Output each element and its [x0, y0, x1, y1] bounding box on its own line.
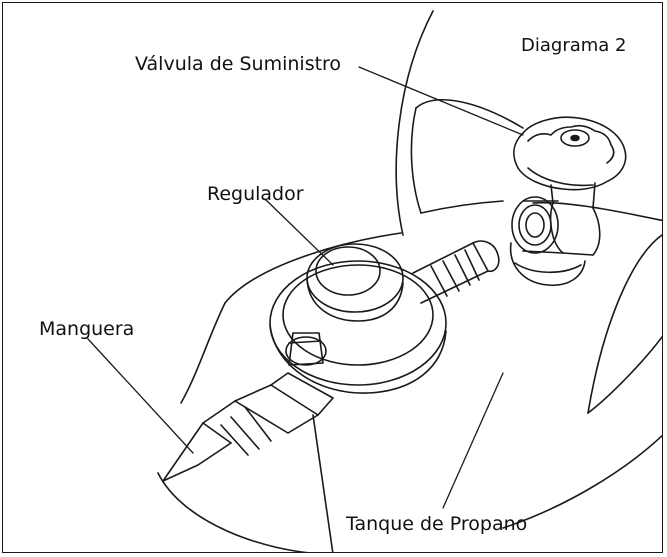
label-propane-tank: Tanque de Propano — [346, 513, 528, 535]
leader-hose — [87, 338, 194, 454]
leader-regulator — [264, 198, 334, 266]
leader-lines — [87, 66, 524, 509]
leader-valve — [358, 66, 524, 136]
propane-tank-illustration — [87, 10, 662, 552]
diagram-title: Diagrama 2 — [521, 35, 627, 56]
propane-tank — [157, 10, 662, 552]
hose — [162, 372, 334, 552]
label-hose: Manguera — [39, 318, 135, 340]
label-supply-valve: Válvula de Suministro — [135, 53, 342, 75]
label-regulator: Regulador — [207, 183, 304, 205]
supply-valve — [509, 116, 627, 286]
leader-tank — [442, 372, 504, 509]
regulator — [269, 240, 500, 394]
